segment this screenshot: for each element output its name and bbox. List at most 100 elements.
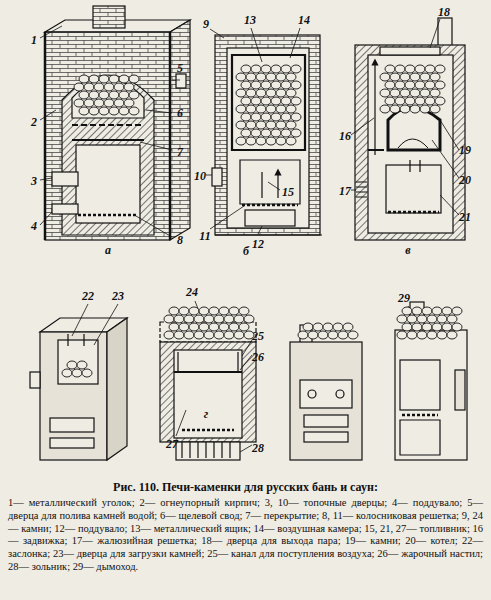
illustration-part (281, 65, 291, 73)
illustration-part (179, 307, 189, 315)
illustration-part (262, 172, 278, 198)
illustration-part (170, 20, 190, 240)
callout-number: 4 (31, 220, 37, 232)
callout-number: г (204, 408, 208, 420)
illustration-part (76, 145, 140, 223)
illustration-part (425, 65, 435, 73)
illustration-part (422, 323, 432, 331)
illustration-part (430, 73, 440, 81)
illustration-part (452, 307, 462, 315)
illustration-part (256, 73, 266, 81)
illustration-part (67, 361, 77, 369)
callout-number: 20 (459, 174, 471, 186)
illustration-part (304, 432, 348, 442)
illustration-part (313, 323, 323, 331)
illustration-part (437, 331, 447, 339)
callout-number: 18 (438, 6, 450, 18)
illustration-part (395, 65, 405, 73)
illustration-part (333, 323, 343, 331)
illustration-part (89, 107, 99, 115)
illustration-part (442, 323, 452, 331)
illustration-part (405, 65, 415, 73)
illustration-part (40, 26, 180, 237)
callout-number: в (405, 244, 410, 256)
illustration-part (338, 331, 348, 339)
callout-number: 12 (252, 238, 264, 250)
illustration-part (227, 48, 309, 228)
illustration-part (189, 323, 199, 331)
illustration-part (427, 315, 437, 323)
illustration-part (395, 97, 405, 105)
illustration-part (356, 182, 367, 197)
illustration-part (343, 323, 353, 331)
callout-number: 19 (459, 144, 471, 156)
illustration-part (164, 331, 174, 339)
illustration-part (72, 79, 144, 118)
illustration-part (261, 97, 271, 105)
illustration-part (160, 342, 256, 442)
callout-number: 25 (252, 330, 264, 342)
illustration-part (209, 323, 219, 331)
illustration-part (52, 204, 78, 214)
illustration-part (318, 331, 328, 339)
illustration-part (407, 331, 417, 339)
illustration-part (242, 204, 298, 207)
illustration-part (184, 315, 194, 323)
illustration-part (452, 323, 462, 331)
illustration-part (276, 73, 286, 81)
illustration-part (94, 99, 104, 107)
illustration-part (160, 322, 256, 460)
illustration-part (109, 107, 119, 115)
illustration-part (182, 442, 230, 458)
illustration-part (291, 81, 301, 89)
illustration-part (232, 55, 305, 150)
illustration-part (107, 318, 127, 460)
illustration-part (89, 75, 99, 83)
illustration-part (256, 137, 266, 145)
illustration-part (291, 97, 301, 105)
illustration-part (286, 121, 296, 129)
illustration-part (204, 331, 214, 339)
illustration-part (251, 97, 261, 105)
illustration-part (246, 105, 256, 113)
illustration-part (368, 149, 384, 151)
illustration-part (400, 73, 410, 81)
illustration-part (355, 45, 465, 240)
illustration-part (194, 331, 204, 339)
illustration-part (402, 414, 438, 417)
illustration-part (164, 315, 174, 323)
illustration-part (62, 369, 72, 377)
illustration-part (229, 323, 239, 331)
illustration-part (281, 97, 291, 105)
illustration-part (182, 429, 234, 432)
illustration-part (174, 331, 184, 339)
illustration-part (30, 372, 40, 388)
illustration-part (355, 18, 465, 240)
illustration-part (77, 361, 87, 369)
illustration-part (169, 323, 179, 331)
illustration-part (410, 105, 420, 113)
illustration-part (251, 81, 261, 89)
callout-number: 27 (166, 438, 178, 450)
illustration-part (410, 160, 420, 172)
illustration-part (397, 315, 407, 323)
illustration-part (430, 105, 440, 113)
illustration-part (176, 74, 186, 88)
illustration-part (239, 323, 249, 331)
illustration-part (405, 97, 415, 105)
illustration-part (206, 28, 300, 234)
illustration-part (328, 331, 338, 339)
illustration-part (104, 99, 114, 107)
illustration-part (99, 75, 109, 83)
illustration-part (219, 323, 229, 331)
illustration-part (380, 73, 390, 81)
illustration-part (397, 331, 407, 339)
illustration-part (176, 442, 240, 460)
illustration-part (215, 234, 322, 235)
callout-number: 9 (203, 18, 209, 30)
illustration-part (215, 35, 320, 235)
illustration-part (304, 415, 348, 427)
illustration-part (291, 129, 301, 137)
illustration-part (412, 323, 422, 331)
